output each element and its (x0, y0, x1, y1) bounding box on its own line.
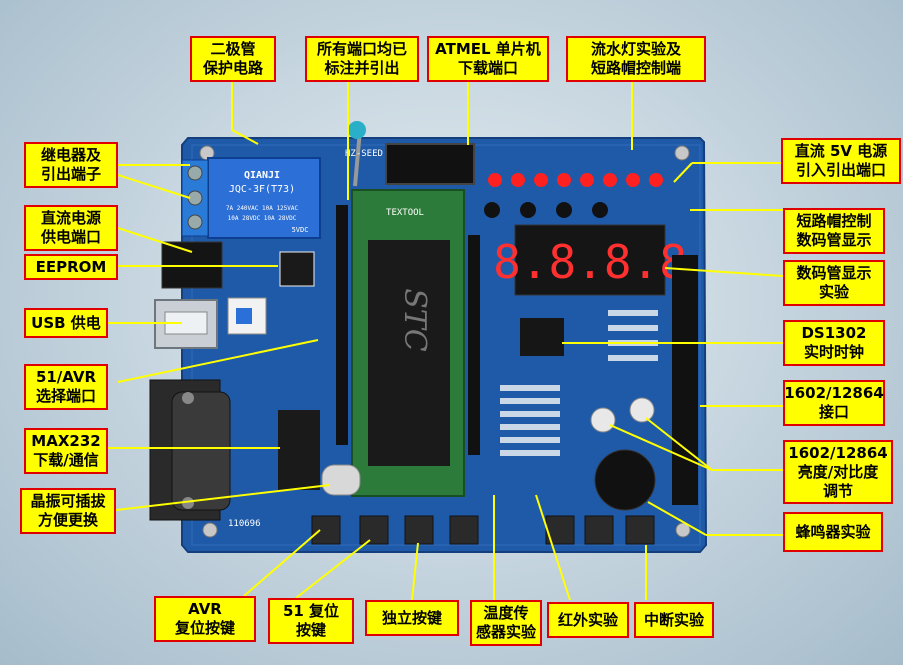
buzzer (594, 449, 656, 511)
label-diode-protection: 二极管 保护电路 (190, 36, 276, 82)
relay-spec-1: 7A 240VAC 10A 125VAC (226, 205, 299, 212)
relay-model: JQC-3F(T73) (229, 184, 295, 195)
label-interrupt: 中断实验 (634, 602, 714, 638)
zif-socket: TEXTOOL STC (348, 121, 465, 497)
socket-brand: TEXTOOL (386, 208, 424, 218)
terminal-block (181, 159, 209, 237)
relay-brand: QIANJI (244, 170, 280, 181)
relay-coil: 5VDC (292, 226, 309, 234)
display-digits: 8.8.8.8 (493, 235, 687, 289)
label-ports-marked: 所有端口均已 标注并引出 (305, 36, 419, 82)
label-crystal: 晶振可插拔 方便更换 (20, 488, 116, 534)
pin-header-left (336, 205, 348, 445)
label-avr-reset: AVR 复位按键 (154, 596, 256, 642)
label-led-flow: 流水灯实验及 短路帽控制端 (566, 36, 706, 82)
label-jumper-display: 短路帽控制 数码管显示 (783, 208, 885, 254)
label-eeprom: EEPROM (24, 254, 118, 280)
potentiometers (590, 397, 655, 433)
label-temperature: 温度传 感器实验 (470, 600, 542, 646)
pointer-lines (108, 80, 784, 601)
led-row (488, 173, 663, 187)
relay-spec-2: 10A 28VDC 10A 28VDC (228, 215, 297, 222)
label-max232: MAX232 下载/通信 (24, 428, 108, 474)
label-atmel-download: ATMEL 单片机 下载端口 (427, 36, 549, 82)
label-lcd-interface: 1602/12864 接口 (783, 380, 885, 426)
label-lcd-contrast: 1602/12864 亮度/对比度 调节 (783, 440, 893, 504)
pin-header-mid (468, 235, 480, 455)
lcd-header (672, 255, 698, 505)
db9-connector (149, 379, 231, 521)
label-51-reset: 51 复位 按键 (268, 598, 354, 644)
ds1302-chip (520, 318, 564, 356)
button-row (311, 515, 655, 545)
label-independent-keys: 独立按键 (365, 600, 459, 636)
label-7seg-experiment: 数码管显示 实验 (783, 260, 885, 306)
label-dc-power: 直流电源 供电端口 (24, 205, 118, 251)
download-header (385, 143, 475, 185)
label-buzzer: 蜂鸣器实验 (783, 512, 883, 552)
relay: QIANJI JQC-3F(T73) 7A 240VAC 10A 125VAC … (207, 157, 321, 239)
transistor-row (484, 202, 608, 218)
label-relay: 继电器及 引出端子 (24, 142, 118, 188)
label-dc5v-port: 直流 5V 电源 引入引出端口 (781, 138, 901, 184)
eeprom-chip (279, 251, 315, 287)
label-ds1302: DS1302 实时时钟 (783, 320, 885, 366)
label-51-avr-select: 51/AVR 选择端口 (24, 364, 108, 410)
board-name: HZ-SEED (345, 149, 383, 159)
max232-chip (278, 410, 320, 490)
crystal (321, 464, 361, 496)
label-infrared: 红外实验 (547, 602, 629, 638)
power-switch (227, 297, 267, 335)
seven-segment-display: 8.8.8.8 (493, 224, 687, 296)
label-usb-power: USB 供电 (24, 308, 108, 338)
board-id: 110696 (228, 519, 261, 529)
chip-brand: STC (397, 288, 432, 352)
